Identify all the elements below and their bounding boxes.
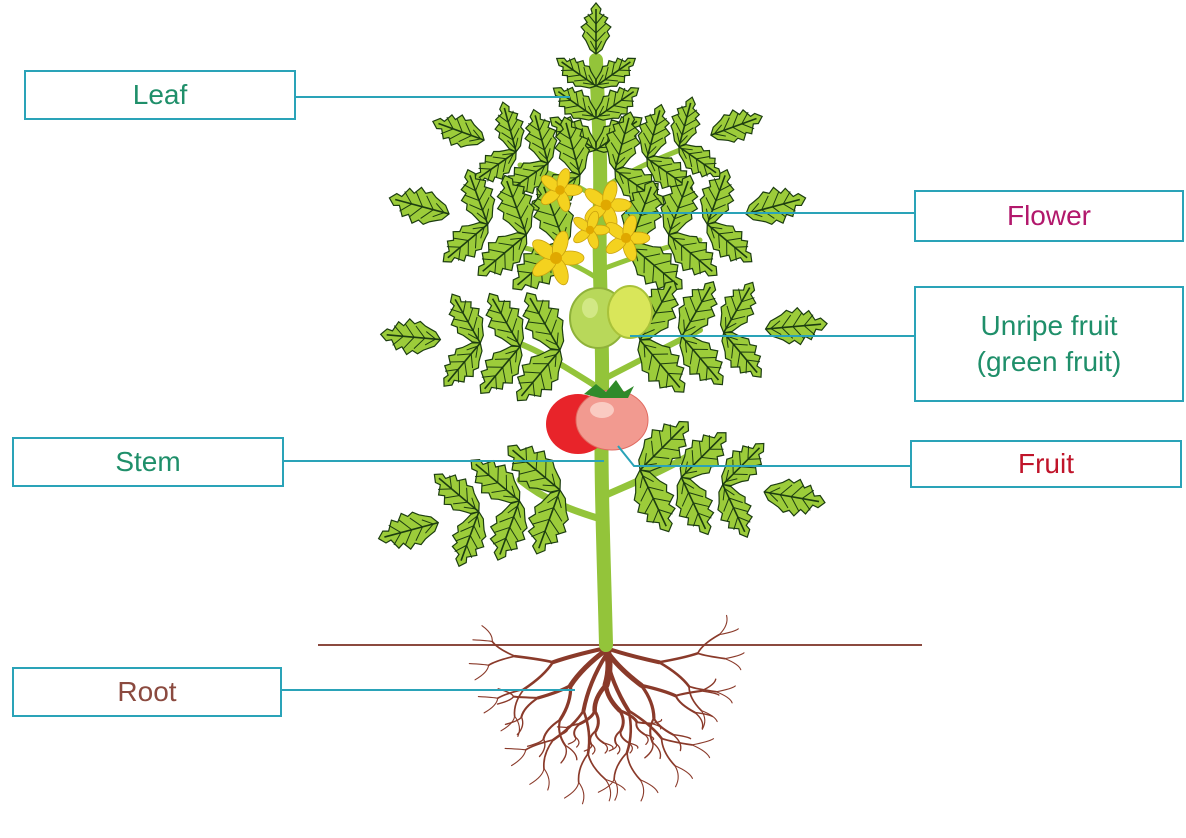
root-branch xyxy=(530,769,544,785)
leaf-label-box: Leaf xyxy=(24,70,296,120)
unripe-fruit-label-box: Unripe fruit (green fruit) xyxy=(914,286,1184,402)
root-branch xyxy=(596,731,604,743)
root-branch xyxy=(716,692,732,703)
root-branch xyxy=(719,615,727,634)
root-branch xyxy=(544,769,549,790)
root-branch xyxy=(662,738,692,744)
root-branch xyxy=(514,697,538,698)
leaflet xyxy=(741,180,810,232)
root-branch xyxy=(695,712,703,728)
root-branch xyxy=(716,686,735,692)
root-branch xyxy=(698,635,720,654)
root-branch xyxy=(590,731,596,744)
stem-label: Stem xyxy=(115,444,180,480)
root-branch xyxy=(524,662,553,689)
root-branch xyxy=(489,656,515,665)
root-branch xyxy=(662,738,675,765)
root-branch xyxy=(579,754,588,783)
root-branch xyxy=(561,745,566,763)
leaf-label: Leaf xyxy=(133,77,188,113)
root-branch xyxy=(615,731,621,744)
root-branch xyxy=(475,665,489,680)
leaflet xyxy=(489,98,530,155)
stem-label-box: Stem xyxy=(12,437,284,487)
flower-label-box: Flower xyxy=(914,190,1184,242)
root-branch xyxy=(484,698,498,713)
root-branch xyxy=(574,724,580,737)
root-branch xyxy=(595,711,599,731)
root-branch xyxy=(568,737,575,744)
root-branch xyxy=(692,739,714,745)
root-branch xyxy=(478,697,497,699)
root-branch xyxy=(605,779,610,800)
root-branch xyxy=(675,766,678,787)
root-label: Root xyxy=(117,674,176,710)
ripe-fruit-illustration xyxy=(546,380,648,454)
root-label-box: Root xyxy=(12,667,282,717)
root-branch xyxy=(538,685,571,698)
root-branch xyxy=(620,710,624,730)
leaflet xyxy=(379,316,442,357)
root-branch xyxy=(515,656,553,662)
leaflet xyxy=(443,506,494,572)
root-branch xyxy=(676,691,701,696)
leaflet xyxy=(761,474,828,521)
root-branch xyxy=(512,750,526,766)
root-branch xyxy=(492,642,515,657)
root-branch xyxy=(698,653,725,658)
root-branch xyxy=(521,698,538,717)
root-branch xyxy=(469,664,488,666)
leaflet xyxy=(764,305,829,347)
leaflet xyxy=(709,274,767,341)
root-branch xyxy=(725,659,741,670)
root-branch xyxy=(659,653,698,662)
fruit-label: Fruit xyxy=(1018,446,1074,482)
root-branch xyxy=(579,782,584,803)
leaflet xyxy=(705,101,767,150)
leaflet xyxy=(385,180,454,232)
root-branch xyxy=(588,754,605,780)
leaflet xyxy=(518,483,578,560)
leaflet xyxy=(374,505,443,557)
flower-label: Flower xyxy=(1007,198,1091,234)
root-branch xyxy=(505,748,526,749)
root-branch xyxy=(659,662,689,686)
root-branch xyxy=(614,779,617,800)
root-branch xyxy=(692,745,710,758)
leaflet xyxy=(708,478,763,545)
root-branch xyxy=(640,780,643,801)
root-branch xyxy=(725,653,744,659)
leaflet xyxy=(581,3,611,54)
root-branch xyxy=(595,685,606,711)
root-branch xyxy=(565,782,579,798)
root-branch xyxy=(689,686,701,710)
root-branch xyxy=(621,731,629,743)
root-branch xyxy=(641,685,654,718)
leaflet xyxy=(665,470,725,542)
unripe-fruit-label: Unripe fruit (green fruit) xyxy=(977,308,1122,380)
root-branch xyxy=(614,753,627,779)
leaflet xyxy=(481,495,537,567)
leaflet xyxy=(427,106,489,155)
root-branch xyxy=(627,711,631,753)
root-branch xyxy=(627,753,640,780)
fruit-label-box: Fruit xyxy=(910,440,1182,488)
leaflet xyxy=(665,93,706,150)
leaflet xyxy=(438,286,494,351)
root-branch xyxy=(473,640,492,642)
root-branch xyxy=(482,626,492,642)
root-branch xyxy=(653,742,661,758)
